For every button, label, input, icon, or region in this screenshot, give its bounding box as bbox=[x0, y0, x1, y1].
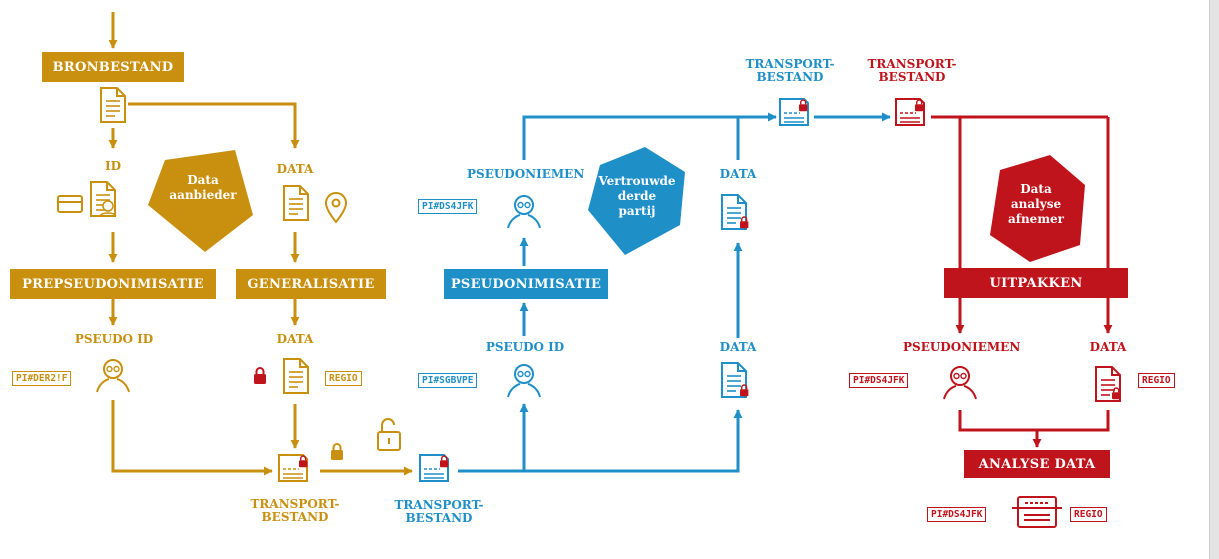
party-shape-vertrouwde bbox=[588, 147, 685, 255]
label-data-gold-1: DATA bbox=[276, 162, 314, 176]
tag-pi-blue-top: PI#DS4JFK bbox=[418, 199, 478, 214]
tag-pi-gold: PI#DER2!F bbox=[12, 371, 72, 386]
label-pseudoniemen-blue: PSEUDONIEMEN bbox=[467, 167, 585, 181]
label-data-blue-1: DATA bbox=[719, 167, 757, 181]
tag-regio-red: REGIO bbox=[1138, 373, 1175, 388]
party-label-afnemer: Data analyse afnemer bbox=[1008, 181, 1064, 226]
banner-prepseudonimisatie: PREPSEUDONIMISATIE bbox=[10, 269, 216, 299]
banner-pseudonimisatie: PSEUDONIMISATIE bbox=[444, 269, 608, 299]
package-icon-gold bbox=[278, 454, 309, 482]
banner-generalisatie: GENERALISATIE bbox=[236, 269, 386, 299]
tag-pi-blue-bottom: PI#SGBVPE bbox=[418, 373, 478, 388]
party-label-vertrouwde: Vertrouwde derde partij bbox=[598, 173, 676, 218]
label-pseudo-id-blue: PSEUDO ID bbox=[485, 340, 565, 354]
banner-bronbestand: BRONBESTAND bbox=[42, 52, 184, 82]
label-data-red: DATA bbox=[1089, 340, 1127, 354]
label-transport-blue-bottom: TRANSPORT- BESTAND bbox=[394, 498, 484, 525]
label-id: ID bbox=[104, 159, 122, 173]
tag-regio-gold: REGIO bbox=[325, 371, 362, 386]
tag-pi-red-bottom: PI#DS4JFK bbox=[927, 507, 987, 522]
credit-card-icon bbox=[57, 195, 83, 213]
id-card-person-icon bbox=[90, 181, 117, 217]
unlocked-icon bbox=[377, 418, 401, 451]
label-data-blue-2: DATA bbox=[719, 340, 757, 354]
party-shape-aanbieder bbox=[148, 150, 253, 252]
tag-pi-red: PI#DS4JFK bbox=[849, 373, 909, 388]
party-shape-afnemer bbox=[990, 155, 1085, 262]
label-transport-blue-top: TRANSPORT- BESTAND bbox=[745, 57, 835, 84]
label-pseudoniemen-red: PSEUDONIEMEN bbox=[903, 340, 1021, 354]
label-data-gold-2: DATA bbox=[276, 332, 314, 346]
party-label-aanbieder: Data aanbieder bbox=[169, 172, 237, 202]
location-pin-icon bbox=[324, 192, 348, 224]
label-transport-gold: TRANSPORT- BESTAND bbox=[250, 497, 340, 524]
label-pseudo-id-gold: PSEUDO ID bbox=[74, 332, 154, 346]
analyse-package-icon bbox=[1012, 496, 1062, 528]
banner-analyse-data: ANALYSE DATA bbox=[964, 450, 1110, 478]
window-edge-scrollbar[interactable] bbox=[1209, 0, 1219, 559]
banner-uitpakken: UITPAKKEN bbox=[944, 268, 1128, 298]
tag-regio-red-bottom: REGIO bbox=[1070, 507, 1107, 522]
label-transport-red-top: TRANSPORT- BESTAND bbox=[867, 57, 957, 84]
